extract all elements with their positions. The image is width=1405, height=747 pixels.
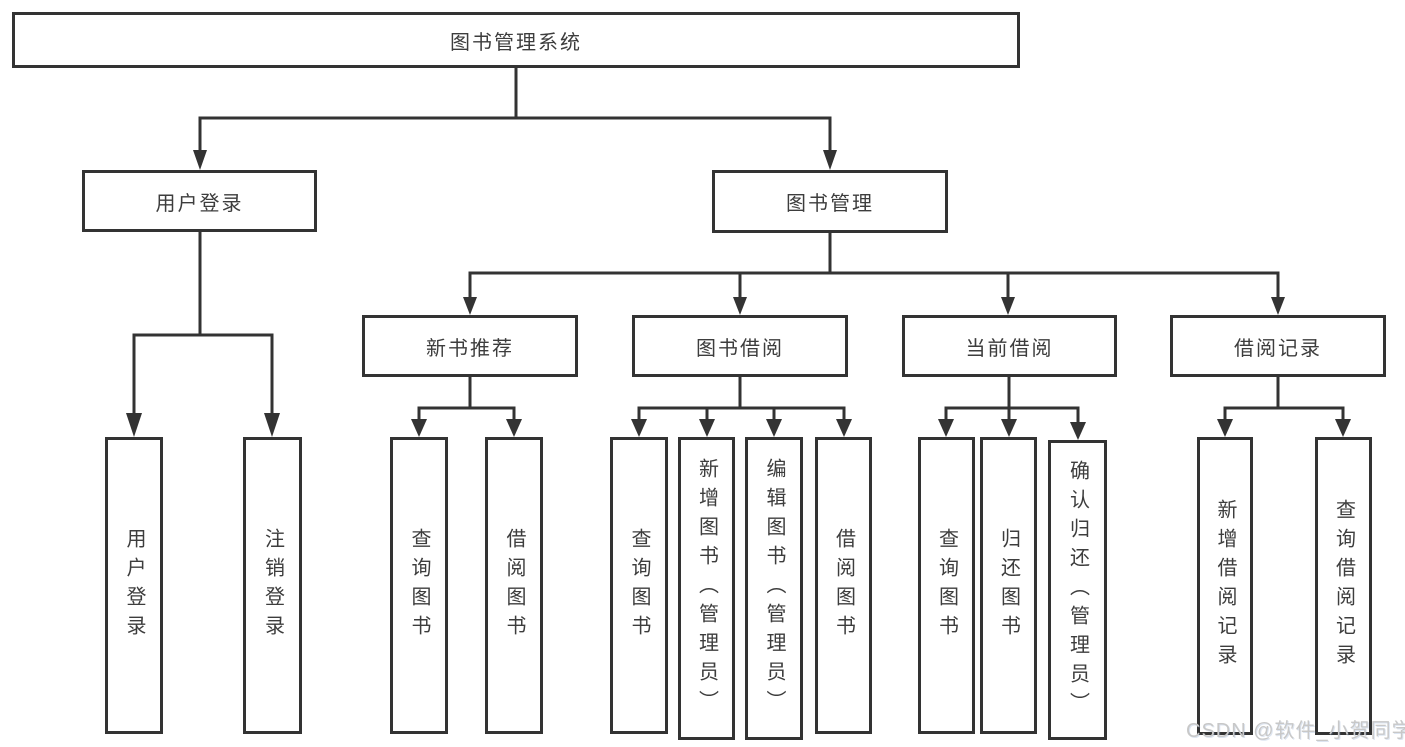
leaf-query-borrow-record: 查询借阅记录 <box>1315 437 1372 735</box>
leaf-logout: 注销登录 <box>243 437 302 734</box>
node-current-borrowing: 当前借阅 <box>902 315 1117 377</box>
node-label: 新书推荐 <box>426 337 514 360</box>
leaf-edit-books-admin: 编辑图书（管理员） <box>745 437 803 740</box>
node-label: 编辑图书（管理员） <box>763 458 785 719</box>
node-label: 注销登录 <box>261 527 284 644</box>
node-label: 确认归还（管理员） <box>1066 459 1089 721</box>
node-book-borrowing: 图书借阅 <box>632 315 848 377</box>
node-label: 图书借阅 <box>696 337 784 360</box>
node-label: 图书管理系统 <box>450 31 582 54</box>
leaf-query-books-recommend: 查询图书 <box>390 437 448 734</box>
node-label: 新增借阅记录 <box>1214 499 1236 673</box>
csdn-watermark: CSDN @软件_小贺同学 <box>1186 720 1405 742</box>
node-label: 当前借阅 <box>965 337 1054 360</box>
node-label: 图书管理 <box>786 193 874 215</box>
node-new-book-recommend: 新书推荐 <box>362 315 578 377</box>
leaf-borrow-books-recommend: 借阅图书 <box>485 437 543 734</box>
node-label: 查询图书 <box>408 527 430 644</box>
leaf-add-books-admin: 新增图书（管理员） <box>678 437 735 740</box>
node-borrowing-records: 借阅记录 <box>1170 315 1386 377</box>
leaf-query-books-borrowing: 查询图书 <box>610 437 668 734</box>
leaf-borrow-books-borrowing: 借阅图书 <box>815 437 872 734</box>
node-library-system: 图书管理系统 <box>12 12 1020 68</box>
leaf-query-books-current: 查询图书 <box>918 437 975 734</box>
leaf-return-books: 归还图书 <box>980 437 1037 734</box>
node-label: 查询借阅记录 <box>1332 499 1355 673</box>
node-label: 归还图书 <box>997 527 1020 644</box>
node-label: 查询图书 <box>935 527 958 644</box>
leaf-user-login: 用户登录 <box>105 437 163 734</box>
node-label: 用户登录 <box>155 192 244 215</box>
leaf-confirm-return-admin: 确认归还（管理员） <box>1048 440 1107 740</box>
node-label: 借阅图书 <box>503 527 525 644</box>
node-label: 用户登录 <box>123 527 145 644</box>
node-label: 查询图书 <box>628 527 650 644</box>
leaf-add-borrow-record: 新增借阅记录 <box>1197 437 1253 735</box>
node-label: 借阅图书 <box>832 527 855 644</box>
node-user-login-branch: 用户登录 <box>82 170 317 232</box>
node-book-management: 图书管理 <box>712 170 948 233</box>
node-label: 新增图书（管理员） <box>695 458 718 719</box>
node-label: 借阅记录 <box>1234 337 1322 360</box>
